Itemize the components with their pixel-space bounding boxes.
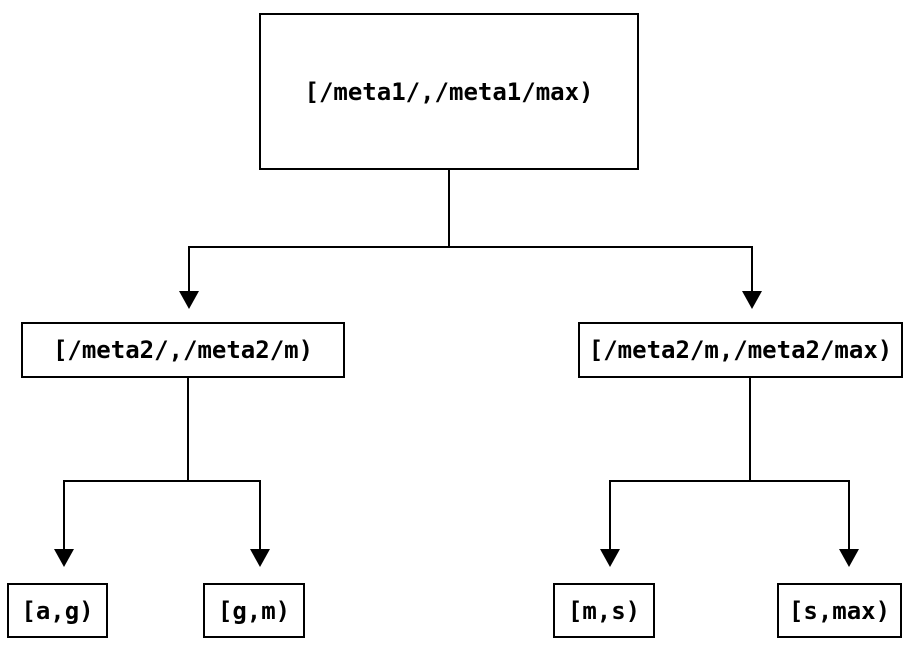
tree-node-right-child-label: [/meta2/m,/meta2/max) — [588, 336, 893, 364]
tree-node-leaf-smax-label: [s,max) — [788, 596, 891, 625]
arrowhead-down-icon — [179, 291, 199, 309]
edge-left-child-to-leaves — [54, 378, 270, 567]
arrowhead-down-icon — [54, 549, 74, 567]
tree-node-leaf-smax: [s,max) — [777, 583, 902, 638]
arrowhead-down-icon — [839, 549, 859, 567]
arrowhead-down-icon — [250, 549, 270, 567]
tree-node-left-child-label: [/meta2/,/meta2/m) — [52, 336, 314, 364]
tree-node-leaf-ag-label: [a,g) — [21, 596, 94, 625]
arrowhead-down-icon — [742, 291, 762, 309]
edge-root-to-children — [179, 170, 762, 309]
tree-node-right-child: [/meta2/m,/meta2/max) — [578, 322, 903, 378]
tree-node-leaf-gm: [g,m) — [203, 583, 305, 638]
tree-node-left-child: [/meta2/,/meta2/m) — [21, 322, 345, 378]
tree-node-leaf-ms: [m,s) — [553, 583, 655, 638]
tree-node-root: [/meta1/,/meta1/max) — [259, 13, 639, 170]
arrowhead-down-icon — [600, 549, 620, 567]
tree-node-root-label: [/meta1/,/meta1/max) — [304, 77, 594, 106]
tree-node-leaf-ag: [a,g) — [7, 583, 108, 638]
tree-node-leaf-gm-label: [g,m) — [217, 596, 291, 625]
edge-right-child-to-leaves — [600, 378, 859, 567]
tree-node-leaf-ms-label: [m,s) — [567, 596, 641, 625]
